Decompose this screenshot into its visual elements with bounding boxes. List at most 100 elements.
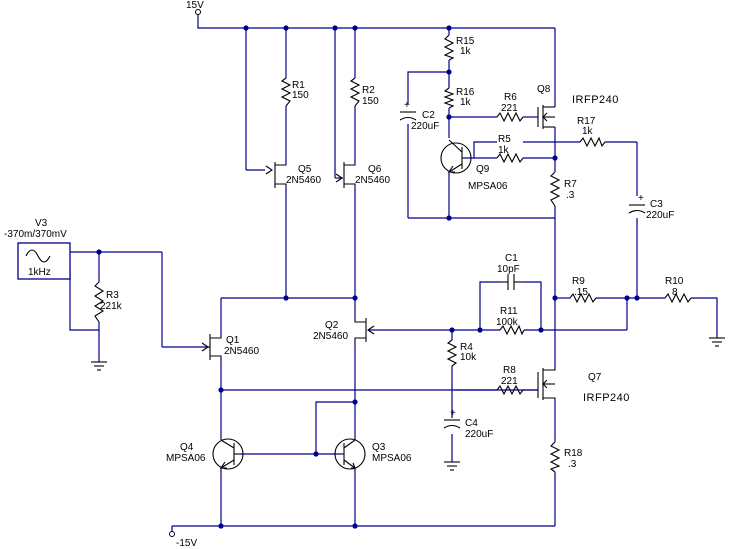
svg-text:1k: 1k bbox=[460, 97, 472, 108]
svg-text:2N5460: 2N5460 bbox=[224, 346, 259, 357]
mosfet-q8: Q8 IRFP240 bbox=[537, 84, 619, 129]
svg-text:R17: R17 bbox=[577, 116, 596, 127]
svg-text:150: 150 bbox=[362, 96, 379, 107]
source-freq: 1kHz bbox=[28, 267, 51, 278]
resistor-r6: R6 221 bbox=[496, 92, 524, 123]
svg-text:C4: C4 bbox=[465, 418, 478, 429]
svg-text:Q5: Q5 bbox=[298, 164, 312, 175]
capacitor-c2: + C2 220uF bbox=[399, 100, 439, 132]
svg-text:1k: 1k bbox=[582, 126, 594, 137]
svg-text:R16: R16 bbox=[456, 87, 475, 98]
ground-icon bbox=[709, 337, 725, 347]
resistor-r10: R10 8 bbox=[664, 276, 692, 304]
positive-rail: 15V bbox=[186, 0, 204, 15]
svg-text:2N5460: 2N5460 bbox=[355, 175, 390, 186]
bjt-q4: Q4 MPSA06 bbox=[166, 438, 244, 470]
resistor-r9: R9 .15 bbox=[569, 276, 597, 304]
svg-text:R3: R3 bbox=[106, 290, 119, 301]
svg-text:150: 150 bbox=[292, 90, 309, 101]
svg-text:MPSA06: MPSA06 bbox=[166, 453, 206, 464]
mosfet-q7: Q7 IRFP240 bbox=[537, 368, 630, 404]
bjt-q9: Q9 MPSA06 bbox=[440, 139, 508, 192]
jfet-q1: Q1 2N5460 bbox=[201, 334, 259, 360]
resistor-r8: R8 221 bbox=[496, 365, 524, 396]
svg-text:R7: R7 bbox=[564, 179, 577, 190]
svg-text:10pF: 10pF bbox=[497, 264, 520, 275]
svg-text:Q4: Q4 bbox=[180, 442, 194, 453]
svg-text:Q3: Q3 bbox=[372, 442, 386, 453]
positive-rail-label: 15V bbox=[186, 0, 204, 11]
svg-text:220uF: 220uF bbox=[465, 429, 493, 440]
source-name: V3 bbox=[35, 218, 48, 229]
negative-rail: -15V bbox=[169, 526, 197, 549]
svg-text:R5: R5 bbox=[498, 134, 511, 145]
resistor-r11: R11 100k bbox=[496, 306, 525, 336]
svg-text:R4: R4 bbox=[460, 342, 473, 353]
wires bbox=[69, 12, 718, 527]
resistor-r2: R2 150 bbox=[349, 77, 379, 107]
svg-text:Q6: Q6 bbox=[368, 164, 382, 175]
svg-text:221: 221 bbox=[501, 103, 518, 114]
svg-text:220uF: 220uF bbox=[646, 210, 674, 221]
svg-text:2N5460: 2N5460 bbox=[286, 175, 321, 186]
svg-text:1k: 1k bbox=[460, 46, 472, 57]
svg-text:MPSA06: MPSA06 bbox=[468, 181, 508, 192]
resistor-r5: R5 1k bbox=[496, 134, 524, 164]
svg-text:+: + bbox=[638, 193, 644, 204]
resistor-r17: R17 1k bbox=[577, 116, 606, 148]
svg-text:Q1: Q1 bbox=[226, 335, 240, 346]
svg-text:1k: 1k bbox=[498, 145, 510, 156]
resistor-r7: R7 .3 bbox=[549, 171, 577, 207]
svg-text:2N5460: 2N5460 bbox=[313, 331, 348, 342]
svg-text:IRFP240: IRFP240 bbox=[583, 392, 630, 404]
jfet-q6: Q6 2N5460 bbox=[335, 162, 390, 188]
svg-text:C3: C3 bbox=[650, 199, 663, 210]
svg-text:R15: R15 bbox=[456, 36, 475, 47]
capacitor-c1: C1 10pF bbox=[497, 253, 522, 290]
svg-text:Q7: Q7 bbox=[588, 372, 602, 383]
sine-wave-icon bbox=[25, 249, 51, 263]
svg-text:10k: 10k bbox=[460, 352, 477, 363]
capacitor-c3: + C3 220uF bbox=[628, 193, 674, 221]
svg-text:R11: R11 bbox=[500, 306, 518, 317]
svg-text:220uF: 220uF bbox=[411, 121, 439, 132]
svg-text:Q9: Q9 bbox=[476, 164, 490, 175]
svg-text:8: 8 bbox=[672, 287, 678, 298]
svg-text:IRFP240: IRFP240 bbox=[572, 94, 619, 106]
svg-text:Q2: Q2 bbox=[325, 320, 339, 331]
svg-text:R1: R1 bbox=[292, 80, 305, 91]
svg-text:100k: 100k bbox=[496, 317, 519, 328]
resistor-r15: R15 1k bbox=[443, 34, 475, 61]
rail-terminal-icon bbox=[195, 9, 201, 15]
svg-text:221: 221 bbox=[501, 376, 518, 387]
resistor-r3: R3 221k bbox=[93, 281, 123, 323]
svg-text:R9: R9 bbox=[572, 276, 585, 287]
negative-rail-label: -15V bbox=[176, 538, 197, 549]
svg-text:R10: R10 bbox=[665, 276, 684, 287]
bjt-q3: Q3 MPSA06 bbox=[334, 438, 412, 470]
junctions bbox=[96, 25, 640, 529]
resistor-r16: R16 1k bbox=[443, 87, 475, 109]
svg-text:R6: R6 bbox=[504, 92, 517, 103]
source-v3: 1kHz V3 -370m/370mV bbox=[4, 218, 71, 280]
resistor-r1: R1 150 bbox=[280, 77, 309, 107]
resistor-r4: R4 10k bbox=[446, 339, 477, 367]
svg-text:C2: C2 bbox=[422, 110, 435, 121]
svg-text:+: + bbox=[404, 100, 410, 111]
svg-text:C1: C1 bbox=[505, 253, 518, 264]
jfet-q5: Q5 2N5460 bbox=[265, 162, 321, 188]
svg-text:+: + bbox=[450, 408, 456, 419]
ground-icon bbox=[91, 361, 107, 371]
ground-icon bbox=[444, 461, 460, 471]
source-value: -370m/370mV bbox=[4, 229, 67, 240]
jfet-q2: Q2 2N5460 bbox=[313, 318, 375, 342]
rail-terminal-icon bbox=[169, 531, 175, 537]
capacitor-c4: + C4 220uF bbox=[443, 408, 493, 440]
svg-text:MPSA06: MPSA06 bbox=[372, 453, 412, 464]
svg-text:.15: .15 bbox=[574, 287, 588, 298]
svg-text:.3: .3 bbox=[568, 459, 577, 470]
svg-text:.3: .3 bbox=[566, 190, 575, 201]
svg-text:R18: R18 bbox=[564, 448, 583, 459]
resistor-r18: R18 .3 bbox=[549, 441, 583, 473]
